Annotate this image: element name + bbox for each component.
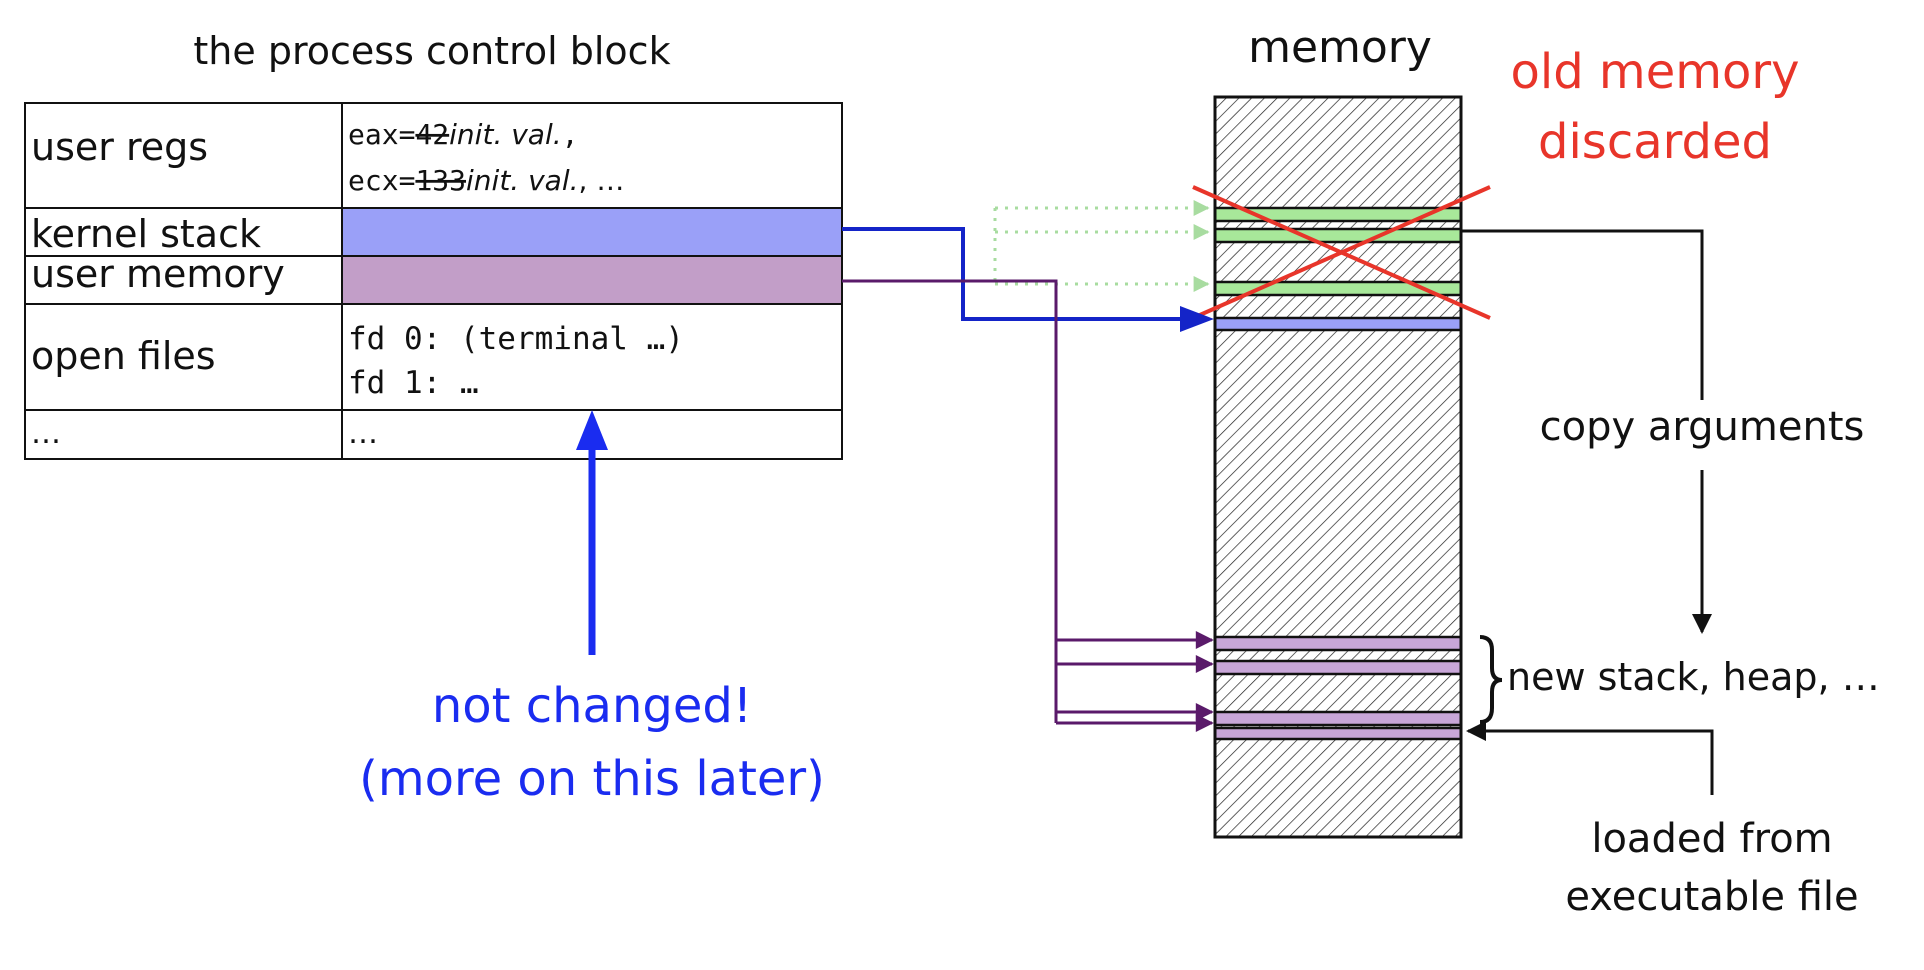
- kernel-stack-arrowhead: [1180, 306, 1214, 332]
- old-eax-value: 42: [415, 118, 449, 151]
- memory-column: [1213, 95, 1463, 839]
- new-memory-band: [1213, 635, 1463, 652]
- not-changed-line1: not changed!: [432, 678, 752, 734]
- new-stack-brace-icon: [1479, 635, 1503, 724]
- old-memory-band: [1213, 227, 1463, 244]
- new-memory-band: [1213, 710, 1463, 727]
- open-files-fd1: fd 1: …: [348, 365, 479, 401]
- row-label-more: …: [31, 416, 61, 451]
- open-files-fd0: fd 0: (terminal …): [348, 321, 684, 357]
- user-memory-arrows: [842, 279, 1214, 732]
- copy-arguments-label: copy arguments: [1540, 404, 1865, 450]
- new-memory-band: [1213, 726, 1463, 741]
- not-changed-arrowhead: [576, 410, 608, 450]
- old-memory-label-line2: discarded: [1538, 114, 1772, 170]
- row-label-kernel-stack: kernel stack: [31, 212, 261, 256]
- kernel-stack-band: [1213, 316, 1463, 332]
- kernel-stack-arrow: [842, 227, 1209, 323]
- new-memory-band: [1213, 659, 1463, 676]
- not-changed-line2: (more on this later): [359, 751, 825, 807]
- loaded-from-line2: executable file: [1565, 874, 1858, 920]
- old-ecx-value: 133: [415, 164, 466, 197]
- old-pointer-arrows: [993, 200, 1210, 292]
- row-label-user-memory: user memory: [31, 252, 285, 296]
- pcb-title: the process control block: [193, 29, 670, 73]
- user-regs-line-eax: eax=42init. val.,: [348, 118, 579, 151]
- new-stack-label: new stack, heap, …: [1507, 655, 1880, 699]
- old-memory-label-line1: old memory: [1511, 44, 1800, 100]
- user-memory-cell: [342, 256, 842, 304]
- copy-arguments-arrow: [1461, 229, 1712, 634]
- loaded-from-line1: loaded from: [1591, 816, 1832, 862]
- pcb-table: user regs kernel stack user memory open …: [24, 102, 843, 460]
- loaded-from-arrow: [1466, 721, 1714, 795]
- row-label-open-files: open files: [31, 334, 216, 378]
- memory-border: [1213, 95, 1463, 839]
- more-value: …: [348, 416, 378, 451]
- memory-title: memory: [1248, 22, 1432, 73]
- kernel-stack-cell: [342, 208, 842, 256]
- user-regs-line-ecx: ecx=133init. val., …: [348, 164, 624, 197]
- discard-cross: [1192, 185, 1491, 320]
- row-label-user-regs: user regs: [31, 125, 208, 169]
